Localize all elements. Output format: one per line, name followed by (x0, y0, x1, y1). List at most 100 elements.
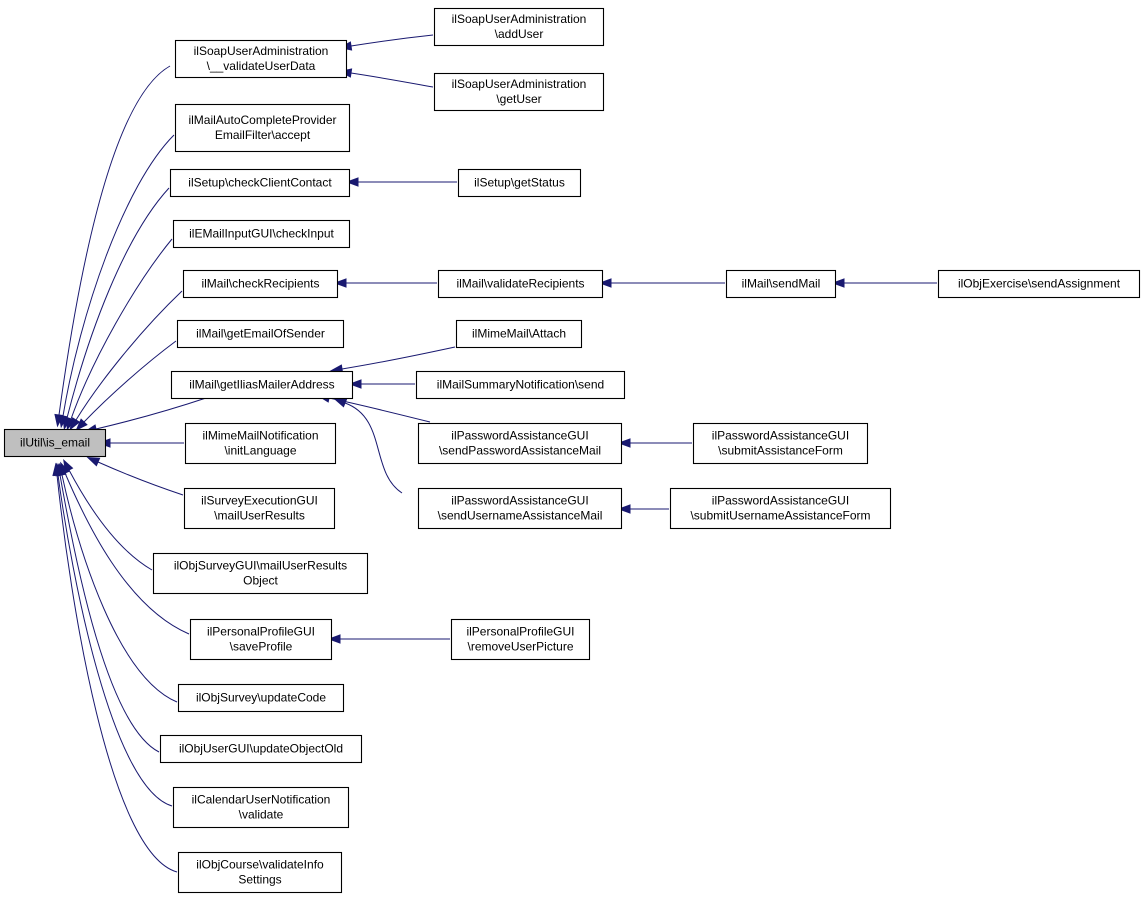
node-label: ilCalendarUserNotification (192, 793, 331, 807)
node-box (172, 786, 350, 829)
caller-node-profile-save[interactable]: ilPersonalProfileGUI\saveProfile (189, 618, 333, 661)
node-label: ilPasswordAssistanceGUI (712, 494, 849, 508)
node-box (177, 683, 345, 713)
edge-mime-notif-to-root (97, 438, 184, 448)
edge-soap-validate-to-root (54, 65, 171, 428)
node-label: Object (243, 574, 278, 588)
node-box (174, 39, 348, 79)
edge-course-validate-to-root (52, 462, 178, 873)
caller-node-mailer-addr[interactable]: ilMail\getIliasMailerAddress (170, 370, 354, 400)
node-label: ilPasswordAssistanceGUI (451, 494, 588, 508)
node-box (417, 422, 623, 465)
edge-mail-sender-to-root (75, 340, 177, 431)
node-box (417, 487, 623, 530)
caller-node-mail-auto[interactable]: ilMailAutoCompleteProviderEmailFilter\ac… (174, 103, 351, 153)
node-box (169, 168, 351, 198)
caller-node-mime-notif[interactable]: ilMimeMailNotification\initLanguage (184, 422, 337, 465)
node-label: \sendPasswordAssistanceMail (439, 444, 601, 458)
edge-line (95, 397, 207, 430)
edge-line (350, 72, 434, 88)
caller-node-mail-send[interactable]: ilMail\sendMail (725, 269, 837, 299)
caller-node-pw-submit-pw[interactable]: ilPasswordAssistanceGUI\submitAssistance… (692, 422, 869, 465)
edge-line (83, 340, 177, 423)
node-label: ilUtil\is_email (20, 436, 90, 450)
node-label: ilMail\sendMail (742, 277, 821, 291)
edge-exercise-send-to-mail-send (831, 278, 938, 288)
node-box (433, 7, 605, 47)
caller-node-survey-exec[interactable]: ilSurveyExecutionGUI\mailUserResults (183, 487, 336, 530)
edge-line (68, 469, 153, 571)
edge-line (61, 474, 178, 703)
node-label: ilMimeMailNotification (202, 429, 318, 443)
caller-node-mail-check-rec[interactable]: ilMail\checkRecipients (182, 269, 339, 299)
node-label: ilMailAutoCompleteProvider (188, 113, 336, 127)
node-box (455, 319, 583, 349)
node-label: \saveProfile (230, 640, 293, 654)
edge-pw-send-user-to-mailer-addr (333, 398, 403, 494)
caller-node-profile-remove[interactable]: ilPersonalProfileGUI\removeUserPicture (450, 618, 591, 661)
arrowhead (333, 398, 348, 408)
node-label: ilEMailInputGUI\checkInput (189, 227, 334, 241)
node-label: ilObjExercise\sendAssignment (958, 277, 1121, 291)
caller-node-email-input[interactable]: ilEMailInputGUI\checkInput (172, 219, 351, 249)
node-label: ilSoapUserAdministration (194, 44, 329, 58)
arrowhead (52, 462, 62, 476)
node-label: ilObjSurveyGUI\mailUserResults (174, 559, 347, 573)
node-label: \mailUserResults (214, 509, 305, 523)
node-box (415, 370, 626, 400)
caller-node-soap-add[interactable]: ilSoapUserAdministration\addUser (433, 7, 605, 47)
arrowhead (345, 177, 359, 187)
node-label: ilSetup\checkClientContact (188, 176, 332, 190)
caller-node-mime-attach[interactable]: ilMimeMail\Attach (455, 319, 583, 349)
edge-line (350, 34, 434, 47)
caller-node-pw-submit-user[interactable]: ilPasswordAssistanceGUI\submitUsernameAs… (669, 487, 892, 530)
caller-node-pw-send-user[interactable]: ilPasswordAssistanceGUI\sendUsernameAssi… (417, 487, 623, 530)
node-box (669, 487, 892, 530)
caller-node-mail-validate-rec[interactable]: ilMail\validateRecipients (437, 269, 604, 299)
caller-node-soap-get[interactable]: ilSoapUserAdministration\getUser (433, 72, 605, 112)
edge-profile-remove-to-profile-save (327, 634, 451, 644)
edge-line (56, 474, 178, 873)
root-function-node[interactable]: ilUtil\is_email (3, 428, 107, 458)
node-box (692, 422, 869, 465)
node-box (184, 422, 337, 465)
caller-node-summary-send[interactable]: ilMailSummaryNotification\send (415, 370, 626, 400)
caller-node-setup-check[interactable]: ilSetup\checkClientContact (169, 168, 351, 198)
arrowhead (327, 634, 341, 644)
caller-node-setup-status[interactable]: ilSetup\getStatus (457, 168, 582, 198)
caller-node-survey-update[interactable]: ilObjSurvey\updateCode (177, 683, 345, 713)
node-box (174, 103, 351, 153)
node-label: ilSoapUserAdministration (452, 12, 587, 26)
edge-line (75, 290, 183, 421)
node-label: ilObjUserGUI\updateObjectOld (179, 742, 343, 756)
node-box (152, 552, 369, 595)
node-box (172, 219, 351, 249)
arrowhead (831, 278, 845, 288)
node-label: ilPasswordAssistanceGUI (712, 429, 849, 443)
caller-node-mail-sender[interactable]: ilMail\getEmailOfSender (176, 319, 345, 349)
caller-node-soap-validate[interactable]: ilSoapUserAdministration\__validateUserD… (174, 39, 348, 79)
edge-line (66, 187, 170, 419)
edge-line (57, 474, 173, 807)
arrowhead (598, 278, 612, 288)
node-label: ilSurveyExecutionGUI (201, 494, 318, 508)
node-label: ilMail\getEmailOfSender (196, 327, 325, 341)
node-box (437, 269, 604, 299)
caller-node-exercise-send[interactable]: ilObjExercise\sendAssignment (937, 269, 1141, 299)
node-box (177, 851, 343, 894)
node-label: ilObjCourse\validateInfo (196, 858, 324, 872)
caller-node-pw-send-pw[interactable]: ilPasswordAssistanceGUI\sendPasswordAssi… (417, 422, 623, 465)
caller-node-calendar-notif[interactable]: ilCalendarUserNotification\validate (172, 786, 350, 829)
node-box (937, 269, 1141, 299)
edge-line (97, 461, 184, 496)
caller-node-user-guiupdate[interactable]: ilObjUserGUI\updateObjectOld (159, 734, 363, 764)
node-box (159, 734, 363, 764)
node-label: ilMail\validateRecipients (456, 277, 584, 291)
edge-pw-submit-pw-to-pw-send-pw (617, 438, 692, 448)
node-label: ilSoapUserAdministration (452, 77, 587, 91)
node-label: ilMimeMail\Attach (472, 327, 566, 341)
edge-line (58, 65, 171, 416)
nodes-layer: ilUtil\is_emaililSoapUserAdministration\… (3, 7, 1141, 894)
